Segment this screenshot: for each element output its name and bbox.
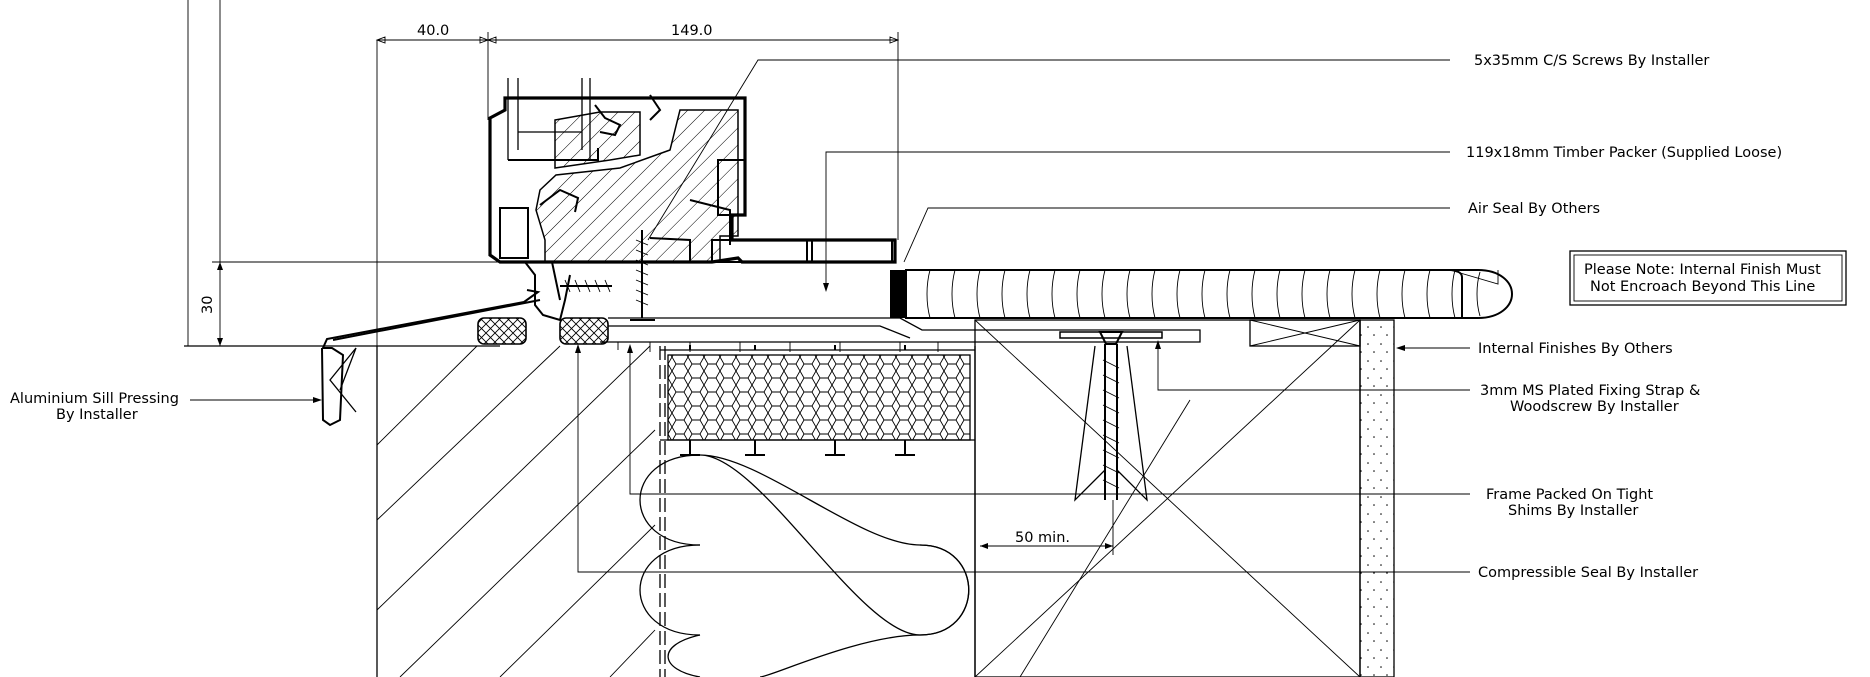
compressible-seal-right [559, 317, 609, 345]
note-line2: Not Encroach Beyond This Line [1590, 279, 1815, 295]
label-fixing-strap-line1: 3mm MS Plated Fixing Strap & [1480, 383, 1700, 399]
label-sill-pressing-line1: Aluminium Sill Pressing [10, 391, 179, 407]
timber-bearer [1249, 319, 1361, 347]
label-fixing-strap-line2: Woodscrew By Installer [1510, 399, 1679, 415]
label-compressible-seal: Compressible Seal By Installer [1478, 565, 1698, 581]
label-air-seal: Air Seal By Others [1468, 201, 1600, 217]
woodscrew [1074, 331, 1148, 502]
inner-blockwork [974, 319, 1361, 677]
label-sill-pressing-line2: By Installer [56, 407, 138, 423]
compressible-seal-left [477, 317, 527, 345]
internal-plaster [1359, 319, 1395, 677]
label-internal-finishes: Internal Finishes By Others [1478, 341, 1673, 357]
label-frame-packed-line1: Frame Packed On Tight [1486, 487, 1653, 503]
note-box [1569, 250, 1847, 306]
label-timber-packer: 119x18mm Timber Packer (Supplied Loose) [1466, 145, 1782, 161]
insulated-cavity-closer [660, 345, 975, 456]
dimension-lines [187, 0, 1114, 555]
dimension-50-min: 50 min. [1015, 530, 1070, 546]
horizontal-screw [560, 279, 612, 293]
label-screws: 5x35mm C/S Screws By Installer [1474, 53, 1709, 69]
dimension-149: 149.0 [671, 23, 713, 39]
label-frame-packed-line2: Shims By Installer [1508, 503, 1638, 519]
dimension-40: 40.0 [417, 23, 449, 39]
internal-cill-board [890, 269, 1514, 319]
dimension-30: 30 [200, 296, 216, 314]
masonry-outer-leaf [184, 345, 656, 677]
window-frame-section [488, 78, 897, 322]
leader-lines [190, 59, 1499, 573]
note-line1: Please Note: Internal Finish Must [1584, 262, 1821, 278]
frame-fixing-screw [630, 230, 655, 321]
aluminium-sill-pressing [321, 289, 541, 427]
